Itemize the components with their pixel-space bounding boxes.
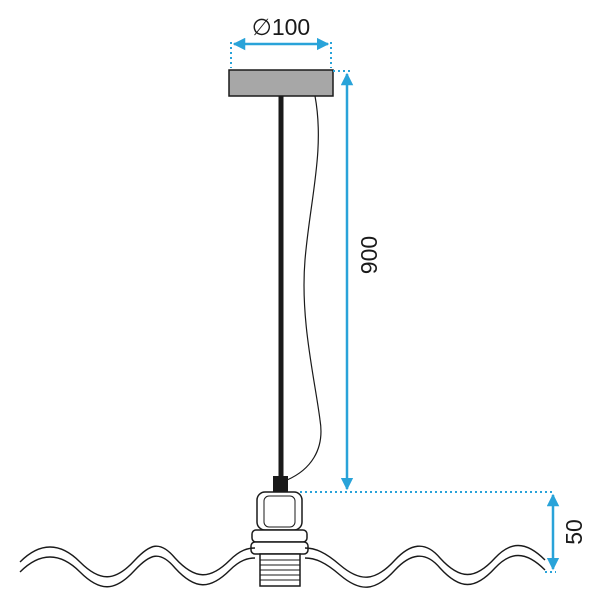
power-wire	[286, 95, 322, 481]
lamp-socket-inner	[263, 495, 296, 528]
shade-wave-right-inner	[304, 554, 546, 588]
ceiling-canopy	[228, 69, 334, 97]
shade-wave-left-inner	[19, 555, 256, 588]
shade-height-label: 50	[561, 519, 587, 545]
socket-collar-ring-middle	[250, 541, 309, 555]
cable-grip	[273, 476, 288, 492]
shade-wave-left-outer	[19, 545, 256, 578]
socket-collar-ring-top	[251, 529, 308, 543]
diameter-label: ∅100	[252, 14, 310, 40]
socket-thread-lines	[260, 559, 300, 581]
cable-length-label: 900	[356, 236, 382, 274]
shade-wave-right-outer	[304, 544, 546, 578]
